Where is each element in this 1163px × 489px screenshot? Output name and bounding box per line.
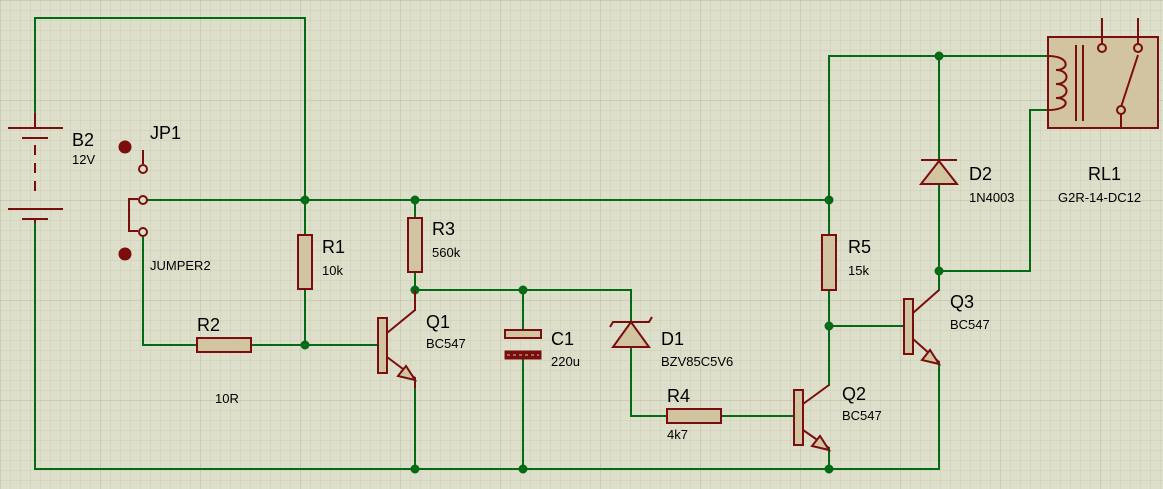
transistor-base (793, 389, 804, 446)
jumper-link (128, 198, 138, 232)
d1-value: BZV85C5V6 (661, 354, 733, 369)
resistor-r3[interactable]: R3 560k (407, 217, 461, 273)
relay-contact (1097, 43, 1107, 53)
junction-dot (824, 321, 834, 331)
q3-value: BC547 (950, 317, 990, 332)
jp1-value: JUMPER2 (150, 258, 211, 273)
r4-value: 4k7 (667, 427, 688, 442)
emitter-arrow (810, 434, 832, 452)
transistor-q3[interactable]: Q3 BC547 (903, 289, 990, 366)
transistor-collector (802, 384, 830, 405)
junction-dot (934, 266, 944, 276)
d2-ref: D2 (969, 164, 992, 184)
junction-dot (300, 340, 310, 350)
c1-value: 220u (551, 354, 580, 369)
q1-value: BC547 (426, 336, 466, 351)
capacitor-c1[interactable]: C1 220u (504, 329, 580, 369)
diode-d2[interactable]: D2 1N4003 (918, 159, 1015, 205)
jp1-ref: JP1 (150, 123, 181, 143)
jumper-jp1[interactable]: JP1 JUMPER2 (118, 123, 211, 273)
resistor-body (407, 217, 423, 273)
jumper-contact (138, 227, 148, 237)
jumper-pin (118, 247, 132, 261)
relay-switch-arm (1120, 54, 1139, 108)
junction-dot (934, 51, 944, 61)
junction-dot (518, 285, 528, 295)
jumper-contact (138, 195, 148, 205)
r5-ref: R5 (848, 237, 871, 257)
transistor-collector (912, 289, 940, 314)
zener-bar (609, 316, 653, 328)
zener-diode-d1[interactable]: D1 BZV85C5V6 (609, 316, 733, 369)
resistor-r2[interactable]: R2 10R (196, 315, 252, 406)
resistor-body (297, 234, 313, 290)
wire-q1-c1-d1[interactable] (414, 289, 632, 321)
junction-dot (518, 464, 528, 474)
transistor-base (377, 317, 388, 374)
wire-battery-bottom[interactable] (34, 222, 940, 470)
r1-ref: R1 (322, 237, 345, 257)
jumper-pin (118, 140, 132, 154)
relay-rl1[interactable]: RL1 G2R-14-DC12 (1047, 18, 1159, 205)
relay-contact (1133, 43, 1143, 53)
capacitor-plate (504, 329, 542, 339)
q2-ref: Q2 (842, 384, 866, 404)
emitter-arrow (396, 364, 418, 382)
rl1-value: G2R-14-DC12 (1058, 190, 1141, 205)
r2-value: 10R (215, 391, 239, 406)
junction-dot (300, 195, 310, 205)
d2-value: 1N4003 (969, 190, 1015, 205)
r1-value: 10k (322, 263, 343, 278)
relay-coil (1047, 55, 1068, 111)
junctions (300, 51, 944, 474)
resistor-r5[interactable]: R5 15k (821, 234, 871, 291)
transistor-q1[interactable]: Q1 BC547 (377, 290, 466, 388)
d1-ref: D1 (661, 329, 684, 349)
transistor-base (903, 298, 914, 355)
emitter-arrow (920, 348, 942, 366)
wire-relay-return[interactable] (938, 109, 1049, 272)
resistor-body (196, 337, 252, 353)
wire-jp1-r2[interactable] (142, 231, 198, 346)
relay-contact (1116, 105, 1126, 115)
r4-ref: R4 (667, 386, 690, 406)
junction-dot (824, 464, 834, 474)
r2-ref: R2 (197, 315, 220, 335)
b2-ref: B2 (72, 130, 94, 150)
diode-triangle (918, 159, 960, 185)
wire-battery-top[interactable] (34, 17, 306, 201)
r5-value: 15k (848, 263, 869, 278)
transistor-emitter (386, 356, 416, 388)
battery-b2[interactable]: B2 12V (8, 113, 95, 223)
junction-dot (824, 195, 834, 205)
jumper-contact (138, 164, 148, 174)
junction-dot (410, 195, 420, 205)
wire-d1-r4[interactable] (630, 346, 668, 417)
resistor-body (821, 234, 837, 291)
r3-value: 560k (432, 245, 461, 260)
capacitor-plate-negative (504, 350, 542, 360)
c1-ref: C1 (551, 329, 574, 349)
transistor-collector (386, 290, 416, 334)
transistor-q2[interactable]: Q2 BC547 (793, 384, 882, 452)
q1-ref: Q1 (426, 312, 450, 332)
diode-triangle (611, 320, 651, 348)
resistor-r4[interactable]: R4 4k7 (666, 386, 722, 442)
junction-dot (410, 464, 420, 474)
rl1-ref: RL1 (1088, 164, 1121, 184)
q3-ref: Q3 (950, 292, 974, 312)
resistor-r1[interactable]: R1 10k (297, 234, 345, 290)
wires (34, 17, 1049, 470)
b2-value: 12V (72, 152, 95, 167)
q2-value: BC547 (842, 408, 882, 423)
wire-relay-supply[interactable] (828, 55, 1035, 201)
resistor-body (666, 408, 722, 424)
r3-ref: R3 (432, 219, 455, 239)
